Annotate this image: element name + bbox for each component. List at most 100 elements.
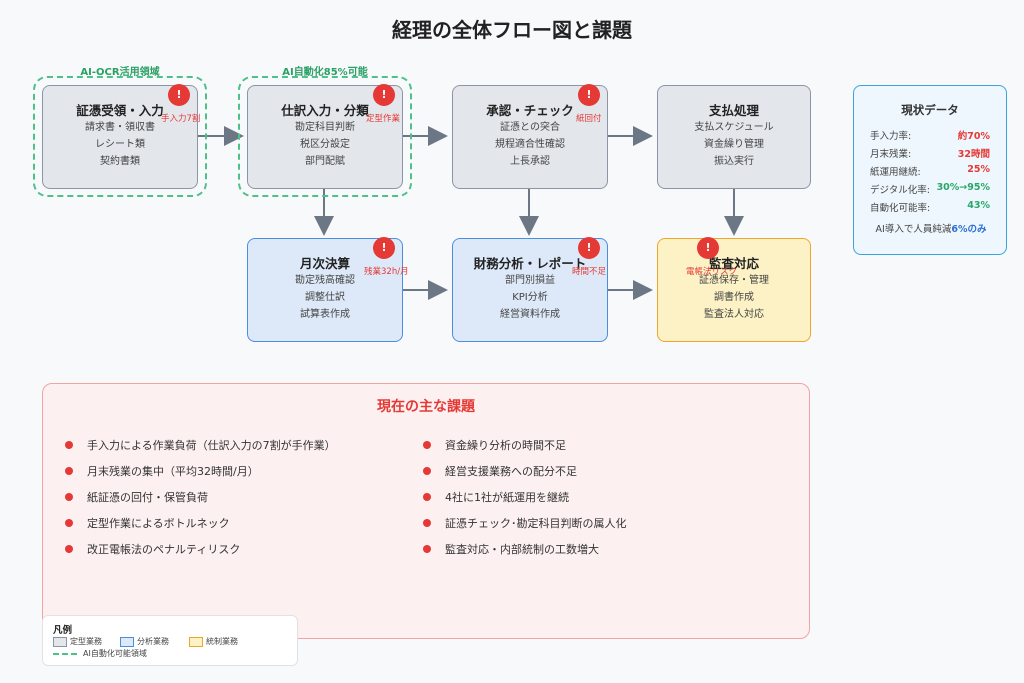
box-audit-line: 調書作成	[714, 292, 754, 303]
status-label: 自動化可能率:	[870, 203, 931, 214]
alert-icon[interactable]: !	[168, 84, 190, 106]
box-journal-line: 部門配賦	[305, 156, 345, 167]
issue-text: 改正電帳法のペナルティリスク	[87, 543, 241, 556]
issue-item: 紙証憑の回付・保管負荷	[65, 489, 208, 505]
alert-note-approval: 紙回付	[576, 114, 602, 124]
alert-note-closing: 残業32h/月	[364, 267, 409, 277]
bullet-icon	[65, 493, 73, 501]
issues-panel: 現在の主な課題 手入力による作業負荷（仕訳入力の7割が手作業） 月末残業の集中（…	[42, 383, 810, 639]
box-payment-title: 支払処理	[708, 103, 759, 118]
box-approval-line: 証憑との突合	[500, 122, 560, 133]
status-value: 30%→95%	[936, 182, 990, 193]
box-closing-title: 月次決算	[299, 256, 350, 271]
issue-item: 定型作業によるボトルネック	[65, 515, 230, 531]
alert-note-analysis: 時間不足	[572, 267, 607, 277]
issue-item: 資金繰り分析の時間不足	[423, 437, 566, 453]
issue-text: 資金繰り分析の時間不足	[445, 439, 566, 452]
status-panel: 現状データ 手入力率: 約70% 月末残業: 32時間 紙運用継続: 25% デ…	[853, 85, 1007, 255]
bullet-icon	[65, 467, 73, 475]
box-payment-line: 支払スケジュール	[694, 122, 774, 133]
alert-icon[interactable]: !	[373, 84, 395, 106]
issue-text: 経営支援業務への配分不足	[445, 465, 577, 478]
box-approval-line: 規程適合性確認	[495, 139, 565, 150]
alert-note-journal: 定型作業	[366, 114, 401, 124]
status-value: 約70%	[957, 131, 990, 142]
box-audit[interactable]: 監査対応 証憑保存・管理 調書作成 監査法人対応	[657, 238, 811, 342]
ai-auto-zone-label: AI自動化85%可能	[282, 67, 368, 78]
box-journal-line: 勘定科目判断	[295, 122, 355, 133]
bullet-icon	[423, 545, 431, 553]
box-analysis-line: 部門別損益	[505, 275, 555, 286]
issue-item: 証憑チェック･勘定科目判断の属人化	[423, 515, 627, 531]
box-audit-line: 監査法人対応	[704, 309, 764, 320]
box-receipt-line: 契約書類	[100, 156, 140, 167]
status-note: AI導入で人員純減6%のみ	[854, 221, 1008, 235]
legend-title: 凡例	[53, 625, 73, 636]
status-note-highlight: 6%のみ	[951, 224, 987, 235]
alert-icon[interactable]: !	[578, 237, 600, 259]
status-row: 手入力率: 約70%	[870, 128, 990, 142]
box-analysis-title: 財務分析・レポート	[473, 256, 587, 271]
bullet-icon	[423, 519, 431, 527]
issue-text: 月末残業の集中（平均32時間/月）	[87, 465, 259, 478]
status-label: 月末残業:	[870, 149, 912, 160]
alert-icon[interactable]: !	[578, 84, 600, 106]
legend: 凡例 定型業務 分析業務 統制業務 AI自動化可能領域	[42, 615, 298, 666]
page-title: 経理の全体フロー図と課題	[392, 18, 632, 42]
status-label: 紙運用継続:	[870, 167, 921, 178]
issue-text: 手入力による作業負荷（仕訳入力の7割が手作業）	[87, 439, 336, 452]
issues-title: 現在の主な課題	[377, 399, 475, 415]
bullet-icon	[423, 441, 431, 449]
issue-text: 4社に1社が紙運用を継続	[445, 491, 569, 504]
box-closing-line: 試算表作成	[300, 309, 350, 320]
status-label: 手入力率:	[870, 131, 912, 142]
alert-icon[interactable]: !	[697, 237, 719, 259]
bullet-icon	[65, 441, 73, 449]
box-journal-line: 税区分設定	[300, 139, 350, 150]
legend-swatch-control	[189, 637, 203, 647]
box-payment[interactable]: 支払処理 支払スケジュール 資金繰り管理 振込実行	[657, 85, 811, 189]
issue-item: 改正電帳法のペナルティリスク	[65, 541, 240, 557]
issue-item: 月末残業の集中（平均32時間/月）	[65, 463, 259, 479]
box-receipt[interactable]: 証憑受領・入力 請求書・領収書 レシート類 契約書類	[42, 85, 198, 189]
alert-icon[interactable]: !	[373, 237, 395, 259]
box-analysis-line: KPI分析	[512, 292, 548, 303]
box-audit-line: 証憑保存・管理	[699, 275, 769, 286]
legend-label-analysis: 分析業務	[137, 637, 169, 646]
status-note-text: AI導入で人員純減	[875, 224, 952, 235]
issue-item: 4社に1社が紙運用を継続	[423, 489, 569, 505]
alert-note-receipt: 手入力7割	[161, 114, 201, 124]
legend-label-routine: 定型業務	[70, 637, 102, 646]
status-value: 43%	[967, 200, 990, 211]
box-approval-line: 上長承認	[510, 156, 550, 167]
box-payment-line: 資金繰り管理	[704, 139, 764, 150]
issue-item: 経営支援業務への配分不足	[423, 463, 577, 479]
status-row: 自動化可能率: 43%	[870, 200, 990, 214]
bullet-icon	[423, 467, 431, 475]
box-receipt-line: 請求書・領収書	[85, 122, 155, 133]
box-audit-title: 監査対応	[708, 256, 759, 271]
box-journal-title: 仕訳入力・分類	[281, 103, 369, 118]
status-row: 月末残業: 32時間	[870, 146, 990, 160]
status-value: 32時間	[957, 149, 990, 160]
ai-ocr-zone-label: AI-OCR活用領域	[80, 67, 160, 78]
legend-swatch-routine	[53, 637, 67, 647]
legend-label-control: 統制業務	[206, 637, 238, 646]
status-row: 紙運用継続: 25%	[870, 164, 990, 178]
status-row: デジタル化率: 30%→95%	[870, 182, 990, 196]
box-closing-line: 調整仕訳	[305, 292, 345, 303]
issue-text: 紙証憑の回付・保管負荷	[87, 491, 208, 504]
bullet-icon	[423, 493, 431, 501]
issue-item: 監査対応・内部統制の工数増大	[423, 541, 599, 557]
status-title: 現状データ	[901, 103, 959, 117]
ai-auto-zone	[238, 76, 412, 197]
status-value: 25%	[967, 164, 990, 175]
issue-item: 手入力による作業負荷（仕訳入力の7割が手作業）	[65, 437, 336, 453]
alert-note-audit: 電帳法リスク	[686, 267, 738, 277]
bullet-icon	[65, 545, 73, 553]
box-analysis-line: 経営資料作成	[500, 309, 560, 320]
legend-label-ai: AI自動化可能領域	[83, 649, 147, 658]
box-payment-line: 振込実行	[714, 156, 754, 167]
legend-swatch-ai	[53, 653, 77, 655]
bullet-icon	[65, 519, 73, 527]
